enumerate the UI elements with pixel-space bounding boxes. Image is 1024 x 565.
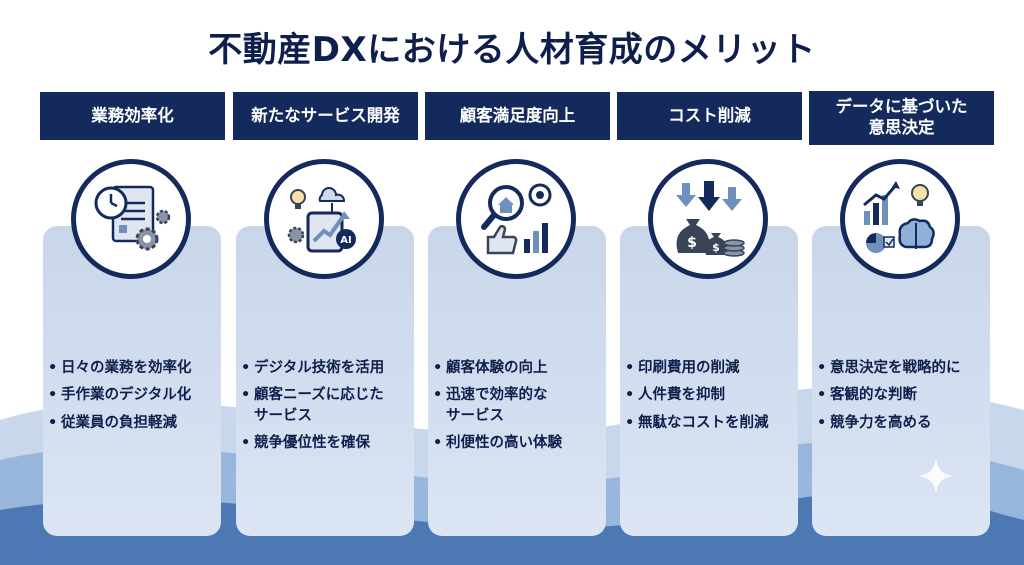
bullet-list: 印刷費用の削減 人件費を抑制 無駄なコストを削減: [625, 358, 797, 440]
benefit-column-efficiency: 業務効率化 日々の業務を効率化 手作業のデジタル化 従業員の負担軽減: [40, 92, 225, 540]
bullet-list: 意思決定を戦略的に 客観的な判断 競争力を高める: [817, 358, 989, 440]
svg-text:$: $: [687, 235, 697, 251]
list-item: 利便性の高い体験: [433, 433, 605, 454]
magnifier-house-thumbs-up-icon: [456, 159, 576, 279]
sparkle-icon: [918, 458, 954, 494]
list-item: 顧客体験の向上: [433, 358, 605, 379]
document-clock-gear-icon: [71, 159, 191, 279]
benefit-column-cost-reduction: コスト削減 $ $ 印刷費用の削減 人件費を抑制 無駄なコストを削減: [617, 92, 802, 540]
tablet-ai-growth-icon: AI: [264, 159, 384, 279]
benefit-column-customer-satisfaction: 顧客満足度向上 顧客体験の向上 迅速で効率的な サービス 利便性の高い体験: [425, 92, 610, 540]
list-item: 客観的な判断: [817, 385, 989, 406]
list-item: 無駄なコストを削減: [625, 413, 797, 434]
list-item: 日々の業務を効率化: [48, 358, 220, 379]
list-item: 競争優位性を確保: [241, 433, 413, 454]
svg-text:AI: AI: [340, 235, 351, 246]
bullet-list: デジタル技術を活用 顧客ニーズに応じた サービス 競争優位性を確保: [241, 358, 413, 460]
money-bags-down-arrows-icon: $ $: [648, 159, 768, 279]
column-header: 業務効率化: [40, 92, 225, 140]
list-item: 人件費を抑制: [625, 385, 797, 406]
list-item: 手作業のデジタル化: [48, 385, 220, 406]
list-item: 従業員の負担軽減: [48, 413, 220, 434]
page-title: 不動産DXにおける人材育成のメリット: [208, 30, 816, 70]
bullet-list: 顧客体験の向上 迅速で効率的な サービス 利便性の高い体験: [433, 358, 605, 460]
benefit-column-new-service: 新たなサービス開発 AI デジタル技術を活用 顧客ニーズに応じた サービス 競争…: [233, 92, 418, 540]
benefit-column-data-decision: データに基づいた 意思決定 意思決定を戦略的に 客観的な判断 競争力を高める: [809, 91, 994, 540]
list-item: 印刷費用の削減: [625, 358, 797, 379]
list-item: 迅速で効率的な サービス: [433, 385, 605, 426]
column-header: コスト削減: [617, 92, 802, 140]
svg-text:$: $: [712, 241, 720, 254]
bullet-list: 日々の業務を効率化 手作業のデジタル化 従業員の負担軽減: [48, 358, 220, 440]
column-header: 新たなサービス開発: [233, 92, 418, 140]
list-item: 意思決定を戦略的に: [817, 358, 989, 379]
chart-brain-lightbulb-icon: [840, 159, 960, 279]
list-item: 顧客ニーズに応じた サービス: [241, 385, 413, 426]
column-header: データに基づいた 意思決定: [809, 91, 994, 145]
list-item: 競争力を高める: [817, 413, 989, 434]
list-item: デジタル技術を活用: [241, 358, 413, 379]
column-header: 顧客満足度向上: [425, 92, 610, 140]
